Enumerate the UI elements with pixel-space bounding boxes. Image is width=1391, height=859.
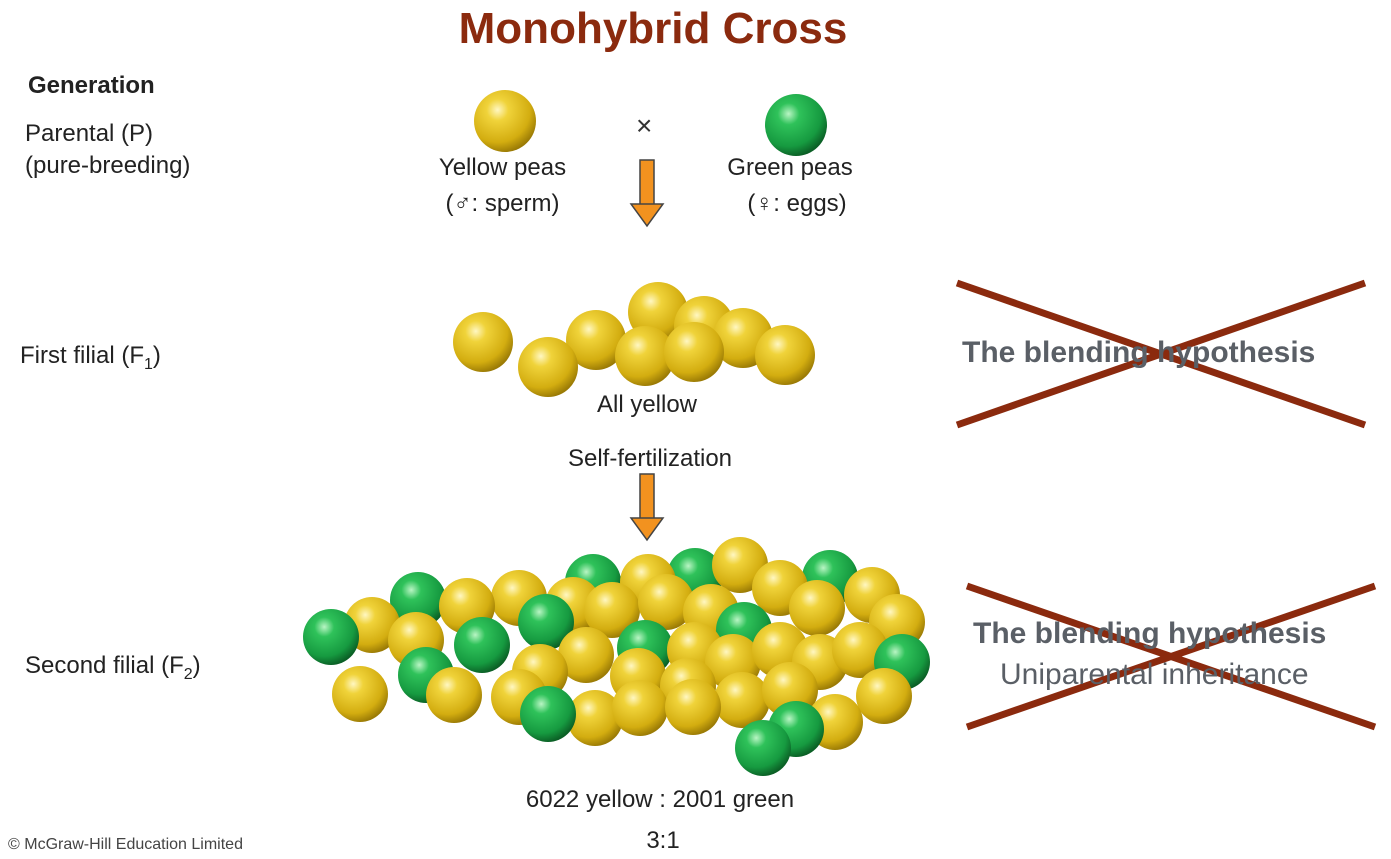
cross-out-icon-2 <box>965 582 1377 731</box>
f2-counts: 6022 yellow : 2001 green <box>525 786 795 813</box>
self-fertilization-label: Self-fertilization <box>567 445 733 472</box>
f1-label-sub: 1 <box>143 355 153 373</box>
f1-caption: All yellow <box>596 391 698 418</box>
green-parent-label: Green peas <box>727 154 853 181</box>
f1-label: First filial (F1) <box>20 340 161 381</box>
uniparental-inheritance: Uniparental inheritance <box>1000 658 1309 691</box>
ratio: 3:1 <box>646 827 680 854</box>
green-parent-sub: (♀: eggs) <box>747 190 847 217</box>
green-parent-pea <box>765 94 827 156</box>
f2-label-sub: 2 <box>183 665 193 683</box>
copyright: © McGraw-Hill Education Limited <box>8 836 243 853</box>
generation-heading: Generation <box>28 72 155 99</box>
f2-pea-cluster <box>303 537 930 776</box>
f2-label-suffix: ) <box>192 652 201 679</box>
blending-hypothesis-2: The blending hypothesis <box>973 617 1327 650</box>
yellow-parent-label: Yellow peas <box>438 154 567 181</box>
cross-out-icon-1 <box>955 279 1367 429</box>
arrow-down-icon-1 <box>629 159 665 228</box>
yellow-parent-caption: Yellow peas (♂: sperm) <box>400 150 605 222</box>
blending-hypothesis-1: The blending hypothesis <box>962 336 1316 369</box>
yellow-parent-pea <box>474 90 536 152</box>
f2-label: Second filial (F2) <box>25 650 201 691</box>
yellow-parent-sub: (♂: sperm) <box>445 190 560 217</box>
parental-label-line1: Parental (P) <box>25 120 154 147</box>
f2-label-prefix: Second filial (F <box>25 652 184 679</box>
green-parent-caption: Green peas (♀: eggs) <box>700 150 880 222</box>
page-title: Monohybrid Cross <box>458 4 848 53</box>
arrow-down-icon-2 <box>629 473 665 542</box>
f1-label-suffix: ) <box>152 342 161 369</box>
cross-symbol: × <box>636 110 653 141</box>
f1-label-prefix: First filial (F <box>20 342 144 369</box>
parental-label-line2: (pure-breeding) <box>25 152 191 179</box>
parental-label: Parental (P) (pure-breeding) <box>25 118 190 182</box>
f1-pea-cluster <box>453 282 815 397</box>
